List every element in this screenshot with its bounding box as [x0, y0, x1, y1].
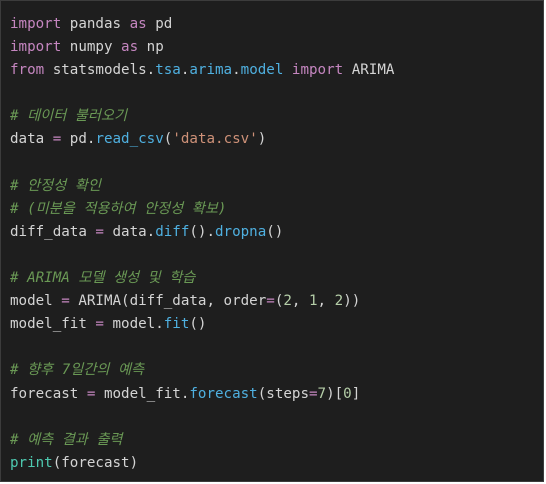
code-token: read_csv	[95, 131, 164, 148]
code-line[interactable]: forecast = model_fit.forecast(steps=7)[0…	[10, 383, 394, 406]
code-token: =	[95, 316, 104, 333]
code-token: model	[240, 62, 284, 79]
code-token: .	[232, 62, 241, 79]
code-token: =	[86, 385, 96, 402]
code-token: ,	[291, 293, 309, 310]
code-token: arima	[189, 62, 233, 79]
code-token: # 예측 결과 출력	[10, 431, 123, 448]
code-token: =	[308, 385, 318, 402]
code-token: from	[10, 62, 45, 79]
code-line[interactable]: # 향후 7일간의 예측	[10, 359, 394, 382]
code-token: (steps	[257, 385, 309, 402]
code-token: 2	[283, 293, 292, 310]
code-token: numpy	[61, 39, 122, 56]
code-token: ))	[343, 293, 361, 310]
code-token: model.	[103, 316, 164, 333]
code-line[interactable]	[10, 336, 394, 359]
code-token: 1	[309, 293, 318, 310]
code-line[interactable]: import numpy as np	[10, 36, 394, 59]
code-token: data.	[103, 223, 156, 240]
code-token: data	[10, 131, 53, 148]
code-line[interactable]: # 데이터 불러오기	[10, 105, 394, 128]
code-token: print	[10, 454, 53, 471]
code-token: model_fit	[10, 316, 96, 333]
code-line[interactable]	[10, 406, 394, 429]
code-token: ()	[189, 316, 207, 333]
code-token: statsmodels.	[44, 62, 156, 79]
code-line[interactable]: print(forecast)	[10, 452, 394, 475]
code-line[interactable]	[10, 244, 394, 267]
code-token: import	[10, 39, 62, 56]
code-token: model	[10, 293, 62, 310]
code-line[interactable]: model_fit = model.fit()	[10, 313, 394, 336]
code-token: diff	[155, 223, 190, 240]
code-token: dropna	[215, 223, 267, 240]
code-token: ARIMA(diff_data, order	[69, 293, 267, 310]
code-line[interactable]: from statsmodels.tsa.arima.model import …	[10, 59, 394, 82]
code-token: (forecast)	[52, 454, 139, 471]
code-token: =	[266, 293, 275, 310]
code-token: .	[180, 62, 190, 79]
code-line[interactable]: # 안정성 확인	[10, 175, 394, 198]
code-token: # 안정성 확인	[10, 177, 101, 194]
code-token: # 데이터 불러오기	[10, 108, 127, 125]
code-line[interactable]: # ARIMA 모델 생성 및 학습	[10, 267, 394, 290]
code-token: )	[257, 131, 267, 148]
code-token: model_fit.	[95, 385, 190, 402]
code-token: 0	[343, 385, 352, 402]
code-token: pd	[146, 16, 173, 32]
code-line[interactable]	[10, 82, 394, 105]
code-token: import	[10, 16, 62, 32]
code-token: =	[61, 293, 70, 310]
code-token: tsa	[155, 62, 181, 79]
code-line[interactable]: import pandas as pd	[10, 13, 394, 36]
code-token: )[	[326, 385, 344, 402]
code-line[interactable]: data = pd.read_csv('data.csv')	[10, 128, 394, 151]
code-token: (	[274, 293, 284, 310]
code-line[interactable]: # (미분을 적용하여 안정성 확보)	[10, 198, 394, 221]
code-token: pandas	[61, 16, 130, 32]
code-token: =	[52, 131, 62, 148]
code-token: forecast	[10, 385, 87, 402]
code-token: 7	[317, 385, 327, 402]
code-line[interactable]: model = ARIMA(diff_data, order=(2, 1, 2)…	[10, 290, 394, 313]
code-token: pd.	[61, 131, 96, 148]
code-token: import	[291, 62, 344, 79]
code-token: as	[129, 16, 147, 32]
code-token: ,	[317, 293, 335, 310]
code-token: diff_data	[10, 223, 96, 240]
code-token: np	[138, 39, 164, 56]
code-token: fit	[163, 316, 190, 333]
code-token: =	[95, 223, 104, 240]
code-token: # 향후 7일간의 예측	[10, 362, 145, 379]
code-token: (	[163, 131, 173, 148]
code-line[interactable]	[10, 152, 394, 175]
code-token: forecast	[189, 385, 258, 402]
code-line[interactable]: # 예측 결과 출력	[10, 429, 394, 452]
code-token: ARIMA	[343, 62, 395, 79]
code-token: 'data.csv'	[172, 131, 258, 148]
code-token: ]	[351, 385, 361, 402]
code-token: ().	[189, 223, 216, 240]
code-token: 2	[334, 293, 344, 310]
code-token: # (미분을 적용하여 안정성 확보)	[10, 200, 227, 217]
code-token: as	[121, 39, 139, 56]
code-token	[283, 62, 292, 78]
code-line[interactable]: diff_data = data.diff().dropna()	[10, 221, 394, 244]
code-token: ()	[266, 223, 284, 240]
code-token: # ARIMA 모델 생성 및 학습	[10, 270, 196, 287]
